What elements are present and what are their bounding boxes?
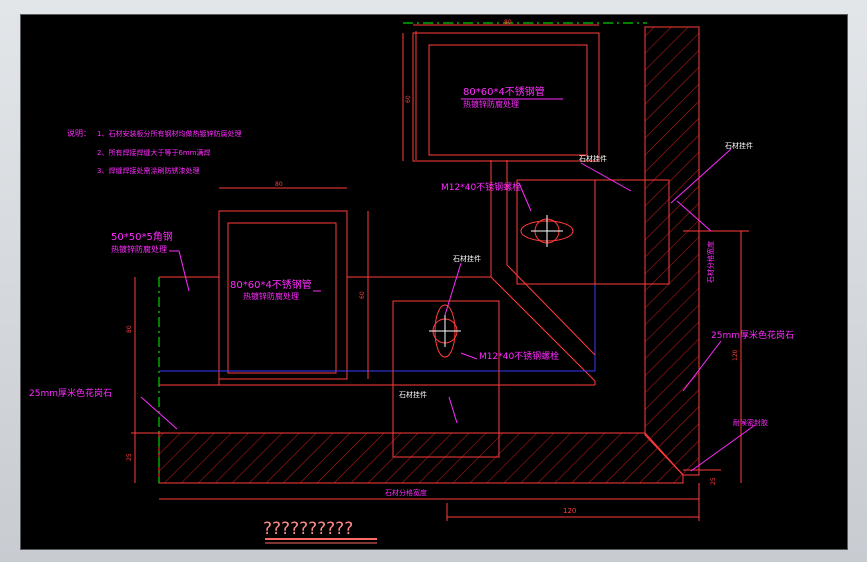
bolt-mid [429, 304, 461, 358]
dim-left-upper: 80 [126, 325, 133, 333]
label-vertical-joint: 石材分格宽度 [706, 241, 715, 283]
stone-bracket-mid [392, 300, 500, 458]
label-bracket-top: 石材挂件 [579, 154, 607, 163]
notes-item-3: 3、焊缝焊接处需涂刷防锈漆处理 [97, 166, 199, 175]
dim-left-lower: 25 [126, 453, 133, 461]
dim-right-vertical: 120 [732, 349, 739, 361]
dim-mid-width: 80 [275, 181, 283, 188]
label-stone-right: 25mm厚米色花岗石 [711, 329, 794, 341]
leader-lines [140, 98, 756, 472]
label-tube-top-1: 80*60*4不锈钢管 [463, 85, 545, 98]
label-bolt-mid: M12*40不锈钢螺栓 [479, 350, 559, 362]
label-sealant: 耐候密封胶 [733, 418, 768, 427]
label-bracket-mid: 石材挂件 [453, 254, 481, 263]
drawing-text-layer: 说明： 1、石材安装板分所有钢材均做热镀锌防腐处理 2、所有焊接焊缝大于等于6m… [29, 19, 794, 539]
label-tube-mid-1: 80*60*4不锈钢管 [230, 278, 312, 291]
dim-top-height: 60 [405, 95, 412, 103]
label-tube-top-2: 热镀锌防腐处理 [463, 99, 519, 109]
dim-bottom-width: 120 [563, 507, 576, 515]
label-stone-joint: 石材分格宽度 [385, 488, 427, 497]
drawing-title: ?????????? [263, 519, 353, 539]
angle-steel [159, 276, 220, 385]
label-angle-1: 50*50*5角钢 [111, 230, 173, 243]
label-bracket-right: 石材挂件 [725, 141, 753, 150]
steel-tube-top [412, 32, 600, 162]
label-bracket-bottom: 石材挂件 [399, 390, 427, 399]
notes-heading: 说明： [67, 128, 91, 138]
bolt-top [520, 215, 574, 247]
stone-joint-detail-drawing [131, 22, 756, 544]
stone-slab-bottom [158, 432, 684, 484]
label-tube-mid-2: 热镀锌防腐处理 [243, 291, 299, 301]
notes-item-1: 1、石材安装板分所有钢材均做热镀锌防腐处理 [97, 129, 241, 138]
label-bolt-top: M12*40不锈钢螺栓 [441, 181, 521, 193]
notes-item-2: 2、所有焊接焊缝大于等于6mm满焊 [97, 148, 211, 157]
dim-corner-small: 25 [710, 477, 717, 485]
label-angle-2: 热镀锌防腐处理 [111, 244, 167, 254]
drawing-canvas[interactable]: 说明： 1、石材安装板分所有钢材均做热镀锌防腐处理 2、所有焊接焊缝大于等于6m… [20, 14, 848, 550]
dim-mid-height: 60 [359, 291, 366, 299]
stone-slab-right [644, 26, 700, 476]
dim-top-width: 80 [504, 19, 512, 26]
label-stone-left: 25mm厚米色花岗石 [29, 387, 112, 399]
dimensions [131, 24, 749, 521]
